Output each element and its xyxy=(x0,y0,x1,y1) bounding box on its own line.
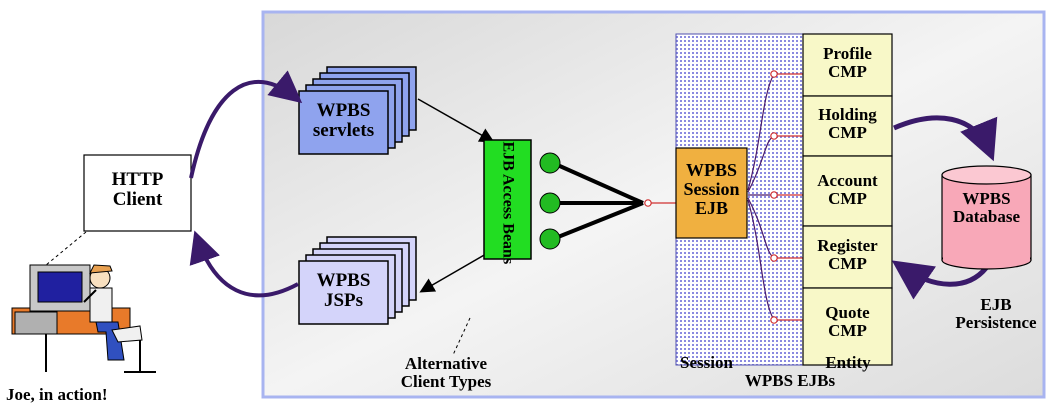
entity-profile-line2: CMP xyxy=(828,61,867,81)
access-beans-label: EJB Access Beans xyxy=(499,141,517,265)
response-arrow xyxy=(189,230,299,298)
session-ejb-line3: EJB xyxy=(694,197,728,218)
entity-profile-label: Profile CMP xyxy=(803,45,892,81)
entity-account-line2: CMP xyxy=(828,188,867,208)
entity-quote-line2: CMP xyxy=(828,320,867,340)
alt-client-types-line2: Client Types xyxy=(400,371,492,391)
alt-client-types-line1: Alternative xyxy=(404,354,488,373)
ejb-persistence-label: EJB Persistence xyxy=(946,296,1046,332)
entity-caption: Entity xyxy=(825,353,871,372)
entity-account-line1: Account xyxy=(817,171,878,190)
entity-quote-label: Quote CMP xyxy=(803,304,892,340)
entity-quote-line1: Quote xyxy=(825,303,870,322)
http-client-line2: Client xyxy=(112,188,163,210)
entity-register-label: Register CMP xyxy=(803,237,892,273)
wpbs-ejbs-caption: WPBS EJBs xyxy=(744,371,836,390)
servlets-line1: WPBS xyxy=(316,100,371,121)
db-to-register-arrow xyxy=(891,260,988,300)
request-arrow xyxy=(189,70,303,179)
alt-clients-link xyxy=(452,317,471,356)
entity-account-label: Account CMP xyxy=(803,172,892,208)
http-client-box xyxy=(83,154,192,232)
database-line1: WPBS xyxy=(962,189,1011,208)
database-label: WPBS Database xyxy=(942,190,1031,226)
entity-holding-label: Holding CMP xyxy=(803,106,892,142)
servlets-to-beans-arrow xyxy=(417,98,495,143)
holding-to-db-arrow xyxy=(892,115,998,162)
entity-register-line1: Register xyxy=(817,236,878,255)
session-ejb-line2: Session xyxy=(683,178,740,199)
entity-holding-line2: CMP xyxy=(828,122,867,142)
servlets-label: WPBS servlets xyxy=(299,101,388,141)
jsps-line2: JSPs xyxy=(323,289,364,311)
session-ejb-line1: WPBS xyxy=(685,160,737,180)
persistence-line2: Persistence xyxy=(955,312,1037,332)
servlets-line2: servlets xyxy=(312,119,375,141)
persistence-line1: EJB xyxy=(980,295,1012,314)
entity-holding-line1: Holding xyxy=(818,105,877,124)
database-line2: Database xyxy=(952,206,1021,226)
session-ejb-label: WPBS Session EJB xyxy=(676,161,747,218)
entity-register-line2: CMP xyxy=(828,253,867,273)
session-entity-links xyxy=(747,70,803,324)
beans-to-jsps-arrow xyxy=(419,253,487,293)
entity-profile-line1: Profile xyxy=(823,44,872,63)
person-link xyxy=(39,231,87,271)
entity-column xyxy=(802,33,893,366)
servlets-stack xyxy=(298,66,417,155)
jsps-line1: WPBS xyxy=(316,270,371,291)
jsps-label: WPBS JSPs xyxy=(299,271,388,311)
http-client-label: HTTP Client xyxy=(84,170,191,210)
database-cylinder xyxy=(941,165,1032,270)
person-caption: Joe, in action! xyxy=(6,385,108,404)
person-at-computer-icon xyxy=(11,264,156,373)
session-ejb-box xyxy=(675,147,748,239)
http-client-line1: HTTP xyxy=(111,169,164,190)
bean-connectors xyxy=(539,152,676,250)
jsps-stack xyxy=(298,236,417,325)
session-caption: Session xyxy=(680,353,733,372)
alt-client-types-label: Alternative Client Types xyxy=(386,355,506,391)
access-beans-box xyxy=(483,139,532,260)
